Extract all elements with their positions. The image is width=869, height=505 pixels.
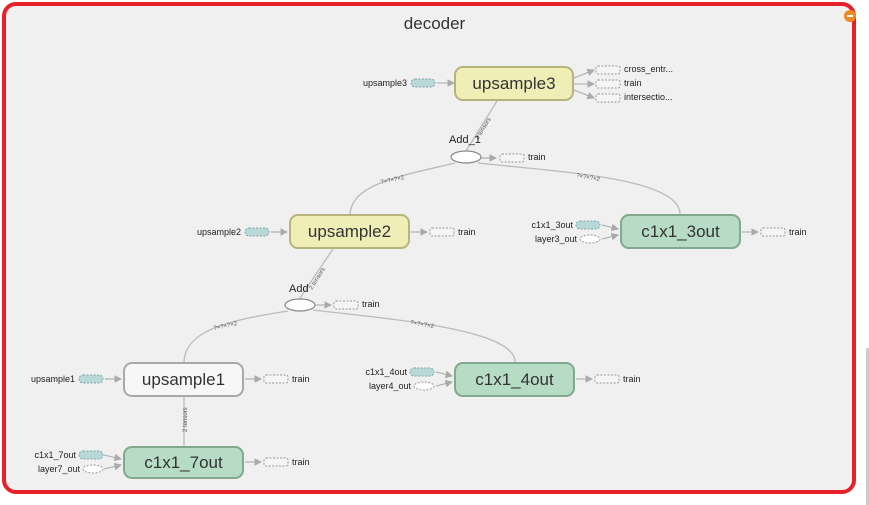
node-upsample3[interactable]: upsample3 — [454, 66, 574, 101]
add1-label: Add_1 — [449, 134, 481, 146]
node-c1x1_7out[interactable]: c1x1_7out — [123, 446, 244, 479]
input-label-c1x1_4out: c1x1_4out — [365, 367, 407, 377]
edge-label-2tensors-b: 2 tensors — [309, 267, 327, 291]
node-c1x1_3out[interactable]: c1x1_3out — [620, 214, 741, 249]
edge-add-c1x1_4out — [312, 309, 516, 363]
input-label-upsample3: upsample3 — [362, 78, 407, 88]
edge-label-shape-c: ?×?×?×2 — [213, 321, 238, 332]
input-stubs — [78, 78, 601, 474]
edge-add1-upsample2 — [349, 162, 456, 215]
node-upsample2[interactable]: upsample2 — [289, 214, 410, 249]
edge-add-upsample1 — [183, 310, 289, 363]
edge-label-shape-a: ?×?×?×2 — [380, 175, 405, 186]
edge-upsample3-add1 — [465, 100, 498, 152]
add-label: Add — [289, 283, 309, 295]
output-label-train-upsample1: train — [292, 374, 310, 384]
output-label-cross-entr: cross_entr... — [624, 64, 674, 74]
main-edges — [183, 100, 681, 446]
input-label-upsample2: upsample2 — [196, 227, 241, 237]
output-label-train-add1: train — [528, 152, 546, 162]
node-c1x1_4out[interactable]: c1x1_4out — [454, 362, 575, 397]
output-label-train-upsample3: train — [624, 78, 642, 88]
output-arrows — [245, 68, 760, 466]
add1-op[interactable] — [450, 150, 482, 164]
input-label-c1x1_3out: c1x1_3out — [531, 220, 573, 230]
input-label-layer4_out: layer4_out — [368, 381, 411, 391]
add-op[interactable] — [284, 298, 316, 312]
edge-upsample2-add — [299, 248, 334, 299]
edge-label-shape-b: ?×?×?×2 — [576, 173, 601, 183]
edge-label-2tensors-c: 2 tensors — [183, 407, 189, 432]
node-upsample1[interactable]: upsample1 — [123, 362, 244, 397]
input-label-layer7_out: layer7_out — [37, 464, 80, 474]
output-label-train-c1x1_4out: train — [623, 374, 641, 384]
input-label-c1x1_7out: c1x1_7out — [34, 450, 76, 460]
output-label-train-add: train — [362, 299, 380, 309]
input-label-layer3_out: layer3_out — [534, 234, 577, 244]
edge-add1-c1x1_3out — [477, 162, 681, 215]
input-arrows — [103, 79, 620, 471]
output-stubs — [263, 65, 786, 467]
output-label-train-c1x1_7out: train — [292, 457, 310, 467]
output-label-intersectio: intersectio... — [624, 92, 673, 102]
output-label-train-upsample2: train — [458, 227, 476, 237]
collapse-icon[interactable] — [844, 10, 856, 22]
scrollbar-track[interactable] — [866, 348, 869, 505]
input-label-upsample1: upsample1 — [30, 374, 75, 384]
edge-label-shape-d: ?×?×?×2 — [410, 320, 435, 330]
output-label-train-c1x1_3out: train — [789, 227, 807, 237]
